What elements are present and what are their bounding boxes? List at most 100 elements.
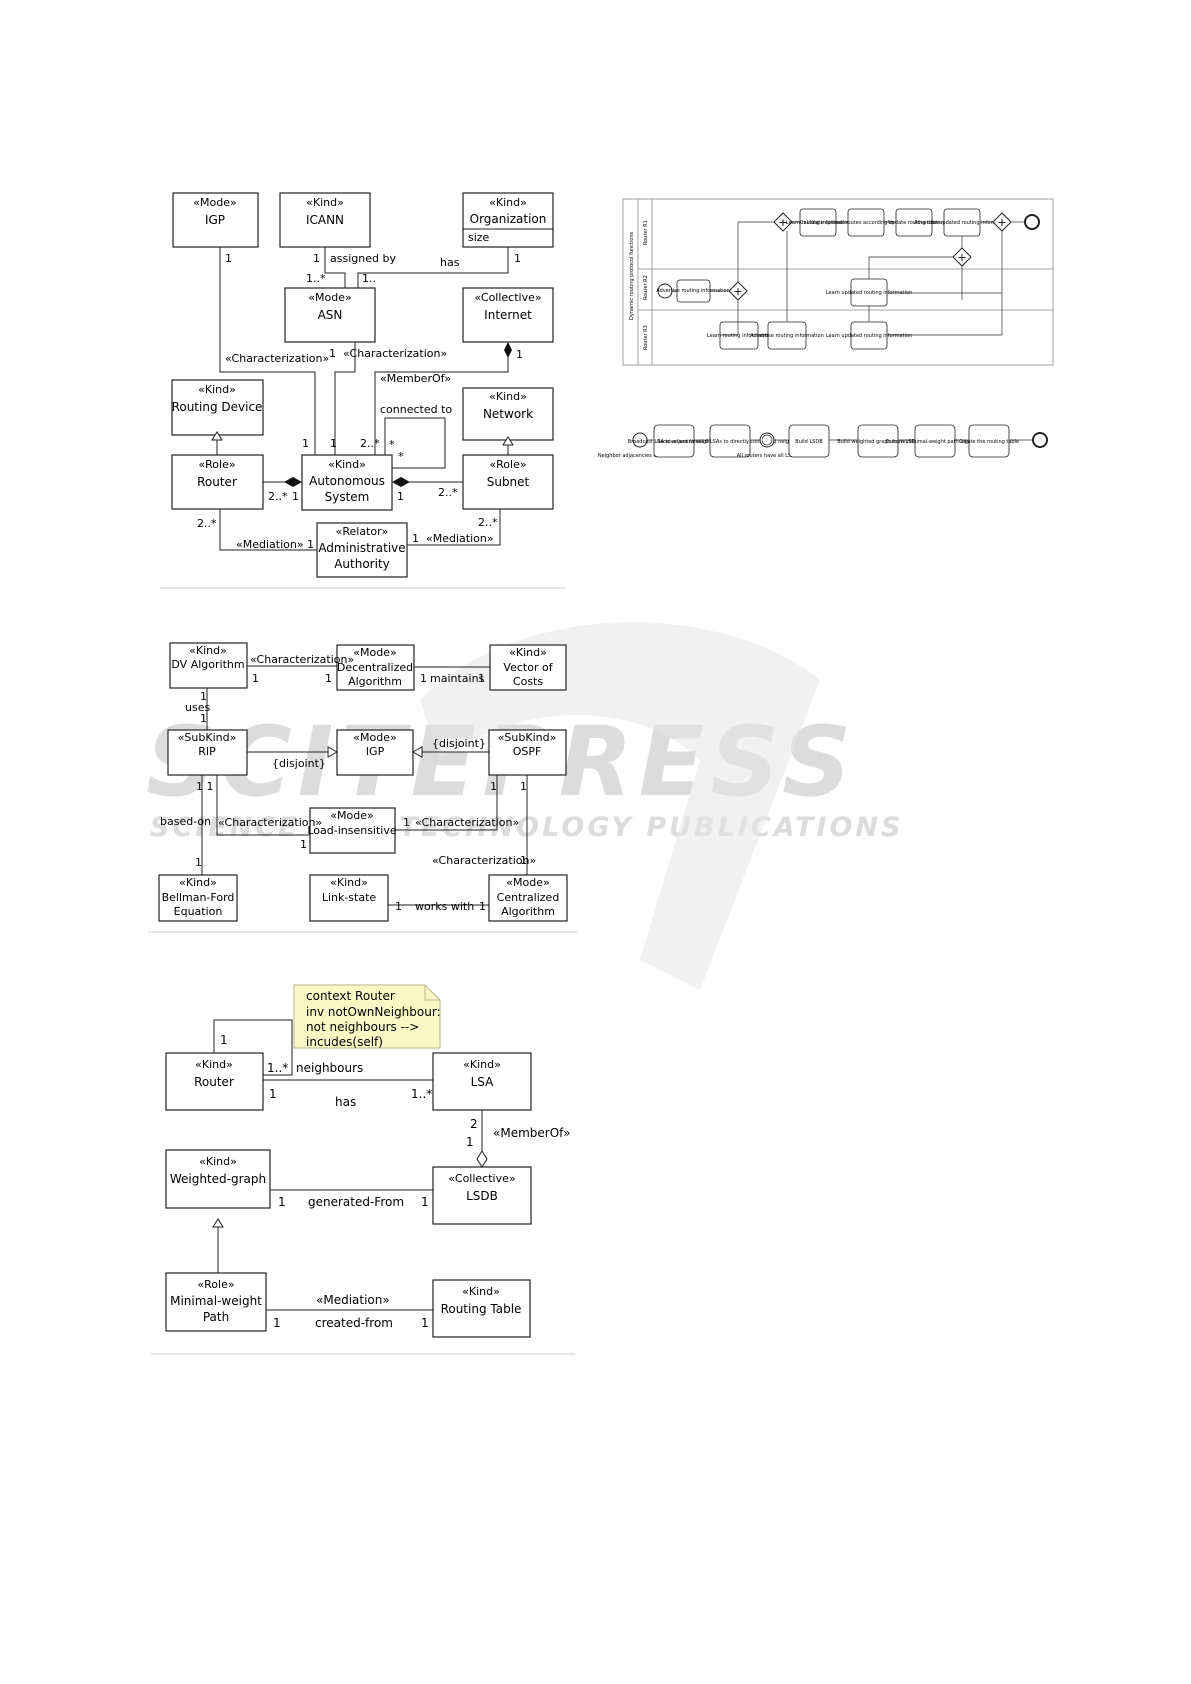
class-routing-table: [432, 1279, 531, 1338]
multiplicity-label: 2: [470, 1117, 478, 1131]
class-name: System: [325, 490, 370, 504]
multiplicity-label: 1: [302, 437, 309, 450]
class-stereotype: «Kind»: [306, 196, 344, 209]
multiplicity-label: 2..*: [197, 517, 217, 530]
class-name: Vector of: [503, 661, 553, 674]
task-label: Broadcast LSA to adjacent neighbors: [628, 439, 721, 445]
class-name: ICANN: [306, 213, 344, 227]
multiplicity-label: 2..*: [438, 486, 458, 499]
class-stereotype: «Kind»: [195, 1058, 233, 1071]
multiplicity-label: 1: [421, 1195, 429, 1209]
task-label: Create the routing table: [959, 439, 1019, 445]
class-stereotype: «Kind»: [198, 383, 236, 396]
multiplicity-label: 1: [421, 1316, 429, 1330]
lane-label: Router R2: [643, 275, 649, 300]
multiplicity-label: 1: [225, 252, 232, 265]
stereotype-label: «Characterization»: [432, 854, 536, 867]
class-organization: [462, 192, 554, 248]
class-name: Costs: [513, 675, 543, 688]
class-stereotype: «Role»: [198, 458, 235, 471]
lane-label: Router R3: [643, 325, 649, 350]
figure-lsdb-diagram: context Router inv notOwnNeighbour: not …: [165, 984, 571, 1338]
class-bellman-ford: [158, 874, 238, 922]
multiplicity-label: 1: [195, 856, 202, 869]
multiplicity-label: 1: [200, 712, 207, 725]
class-name: Algorithm: [501, 905, 555, 918]
multiplicity-label: 2..*: [478, 516, 498, 529]
multiplicity-label: 1: [514, 252, 521, 265]
class-name: Bellman-Ford: [162, 891, 235, 904]
multiplicity-label: 1: [516, 348, 523, 361]
stereotype-label: «Mediation»: [316, 1293, 390, 1307]
end-event: [1024, 214, 1040, 230]
class-internet: [462, 287, 554, 343]
class-stereotype: «Kind»: [489, 390, 527, 403]
plus-icon: +: [957, 251, 966, 264]
watermark-subtext: SCIENCE AND TECHNOLOGY PUBLICATIONS: [150, 812, 904, 843]
multiplicity-label: 1: [200, 690, 207, 703]
class-stereotype: «SubKind»: [178, 731, 237, 744]
stereotype-label: «MemberOf»: [493, 1126, 571, 1140]
class-stereotype: «Kind»: [489, 196, 527, 209]
class-autonomous-system: [301, 454, 393, 511]
class-stereotype: «Collective»: [448, 1172, 515, 1185]
task-label: Update routing table: [888, 220, 940, 226]
class-stereotype: «Mode»: [353, 646, 396, 659]
class-stereotype: «Kind»: [509, 646, 547, 659]
task: [653, 424, 695, 458]
multiplicity-label: 1..: [362, 272, 376, 285]
task-label: Learn routing information: [707, 333, 771, 339]
figure-bpmn-flow: Neighbor adjacencies established Broadca…: [598, 424, 1048, 459]
multiplicity-label: 1: [313, 252, 320, 265]
class-name: Equation: [174, 905, 223, 918]
association-label: neighbours: [296, 1061, 363, 1075]
class-administrative-authority: [316, 522, 408, 578]
class-stereotype: «Kind»: [462, 1285, 500, 1298]
multiplicity-label: 1: [520, 780, 527, 793]
class-name: Decentralized: [337, 661, 413, 674]
class-igp-2: [336, 729, 414, 776]
parallel-gateway: [773, 212, 793, 232]
multiplicity-label: 1: [412, 532, 419, 545]
multiplicity-label: 2..*: [268, 490, 288, 503]
task: [719, 321, 759, 350]
multiplicity-label: 1: [466, 1135, 474, 1149]
end-event: [1032, 432, 1048, 448]
class-name: Router: [197, 475, 237, 489]
multiplicity-label: 1: [490, 780, 497, 793]
class-stereotype: «Kind»: [328, 458, 366, 471]
class-name: Link-state: [322, 891, 377, 904]
figure-bpmn-lanes: Dynamic routing protocol functions Route…: [622, 198, 1054, 366]
class-routing-device: [171, 379, 264, 436]
stereotype-label: «Characterization»: [225, 352, 329, 365]
task-label: Calculate optimal routes according to a …: [800, 220, 932, 226]
class-stereotype: «Kind»: [463, 1058, 501, 1071]
class-asn: [284, 287, 376, 343]
association-label: has: [440, 256, 460, 269]
task-label: Advertise routing information: [656, 288, 730, 294]
association-label: uses: [185, 701, 210, 714]
class-router: [171, 454, 264, 510]
class-stereotype: «Collective»: [474, 291, 541, 304]
stereotype-label: «Characterization»: [218, 816, 322, 829]
multiplicity-label: 1 1: [196, 780, 214, 793]
task-label: Build weighted graph from LSDB: [837, 439, 919, 445]
class-name: Administrative: [318, 541, 405, 555]
ocl-note: [293, 984, 441, 1049]
multiplicity-label: 1: [300, 838, 307, 851]
multiplicity-label: 2..*: [360, 437, 380, 450]
multiplicity-label: 1: [397, 490, 404, 503]
pool-label: Dynamic routing protocol functions: [629, 231, 635, 320]
stereotype-label: «Mediation»: [426, 532, 494, 545]
class-decentralized: [336, 644, 415, 691]
multiplicity-label: 1: [329, 347, 336, 360]
stereotype-label: «Characterization»: [250, 653, 354, 666]
multiplicity-label: 1..*: [306, 272, 326, 285]
multiplicity-label: 1: [220, 1033, 228, 1047]
class-name: Authority: [334, 557, 390, 571]
task-label: Learn updated routing information: [826, 333, 912, 339]
class-name: LSA: [471, 1075, 495, 1089]
task-label: Advertise updated routing information: [914, 220, 1010, 226]
class-name: ASN: [318, 308, 343, 322]
class-stereotype: «SubKind»: [498, 731, 557, 744]
